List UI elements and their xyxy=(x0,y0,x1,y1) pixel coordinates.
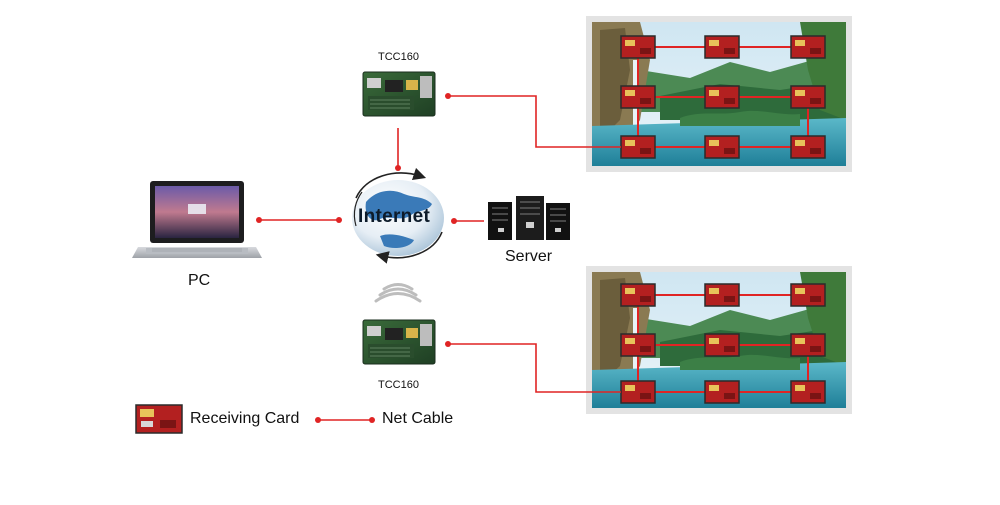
legend-net-cable-label: Net Cable xyxy=(382,410,454,427)
receiving-card xyxy=(790,333,826,357)
controller-bottom-label: TCC160 xyxy=(378,379,419,391)
controller-card-top xyxy=(362,71,436,117)
led-display-top xyxy=(586,16,852,172)
receiving-card xyxy=(790,85,826,109)
receiving-card xyxy=(620,283,656,307)
receiving-card xyxy=(790,283,826,307)
net-cables xyxy=(256,93,621,393)
receiving-card xyxy=(620,135,656,159)
legend-net-cable-line xyxy=(315,417,375,423)
receiving-card xyxy=(620,380,656,404)
receiving-card xyxy=(620,333,656,357)
cable-top-controller-to-display xyxy=(445,93,621,148)
pc-label: PC xyxy=(188,272,211,289)
receiving-card xyxy=(704,283,740,307)
receiving-card xyxy=(704,85,740,109)
legend-receiving-card-label: Receiving Card xyxy=(190,410,300,427)
internet-label: Internet xyxy=(358,206,431,227)
legend-receiving-card-icon xyxy=(135,404,183,434)
receiving-card xyxy=(620,85,656,109)
internet-globe-icon xyxy=(352,167,444,264)
receiving-card xyxy=(620,35,656,59)
led-display-bottom xyxy=(586,266,852,414)
receiving-card-grid xyxy=(620,35,826,159)
wifi-signal-icon xyxy=(374,283,422,303)
receiving-card xyxy=(704,135,740,159)
cable-pc-to-internet xyxy=(256,217,342,223)
receiving-card-grid xyxy=(620,283,826,404)
server-icon xyxy=(488,196,570,240)
cable-controller-to-internet xyxy=(395,128,401,171)
cable-internet-to-server xyxy=(451,218,484,224)
receiving-card xyxy=(704,333,740,357)
legend xyxy=(135,404,375,434)
receiving-card xyxy=(790,35,826,59)
cable-bottom-controller-to-display xyxy=(445,341,621,393)
server-label: Server xyxy=(505,248,553,265)
controller-card-bottom xyxy=(362,319,436,365)
receiving-card xyxy=(704,380,740,404)
receiving-card xyxy=(790,380,826,404)
controller-top-label: TCC160 xyxy=(378,51,419,63)
laptop-pc-icon xyxy=(132,181,262,258)
receiving-card xyxy=(704,35,740,59)
receiving-card xyxy=(790,135,826,159)
